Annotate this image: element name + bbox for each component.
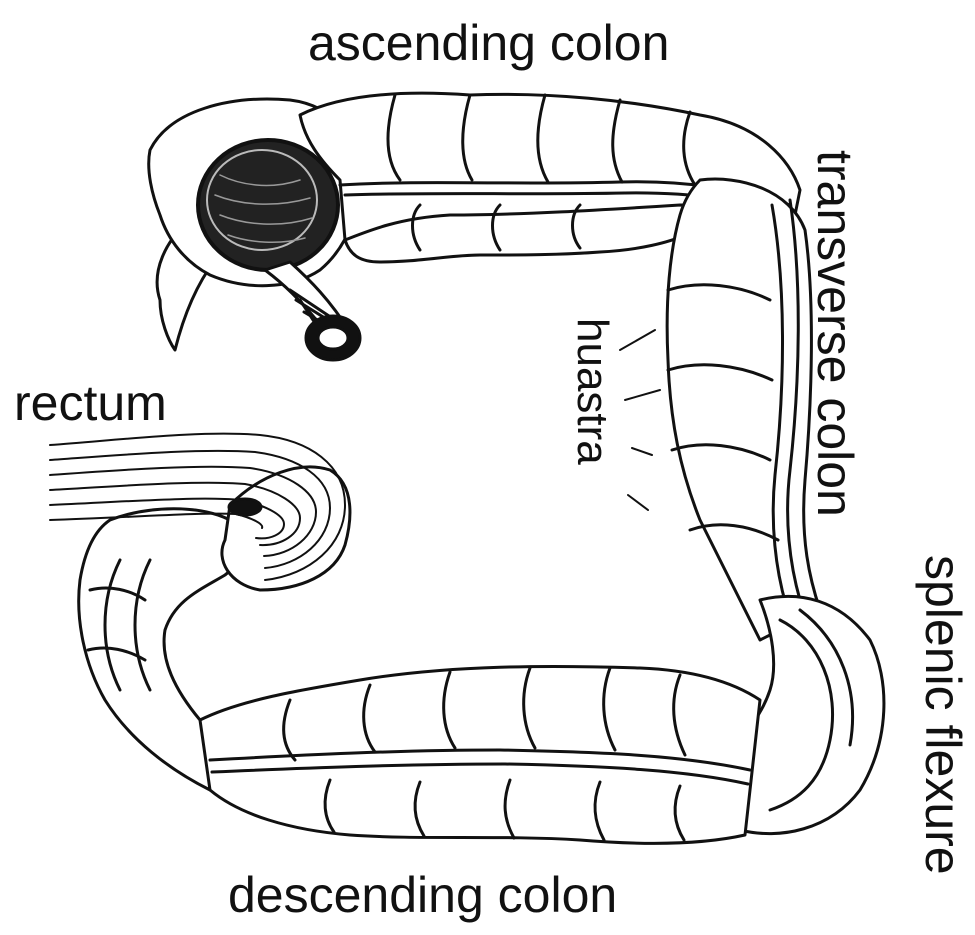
- descending-colon: [196, 666, 760, 843]
- huastra-pointers: [620, 330, 660, 510]
- transverse-colon: [667, 179, 820, 640]
- label-transverse-colon: transverse colon: [810, 150, 860, 517]
- label-descending-colon: descending colon: [228, 870, 617, 920]
- ileum: [265, 262, 360, 360]
- label-ascending-colon: ascending colon: [308, 18, 669, 68]
- label-huastra: huastra: [570, 318, 614, 465]
- label-splenic-flexure: splenic flexure: [918, 555, 968, 875]
- label-rectum: rectum: [14, 378, 167, 428]
- rectum-opening: [229, 499, 261, 515]
